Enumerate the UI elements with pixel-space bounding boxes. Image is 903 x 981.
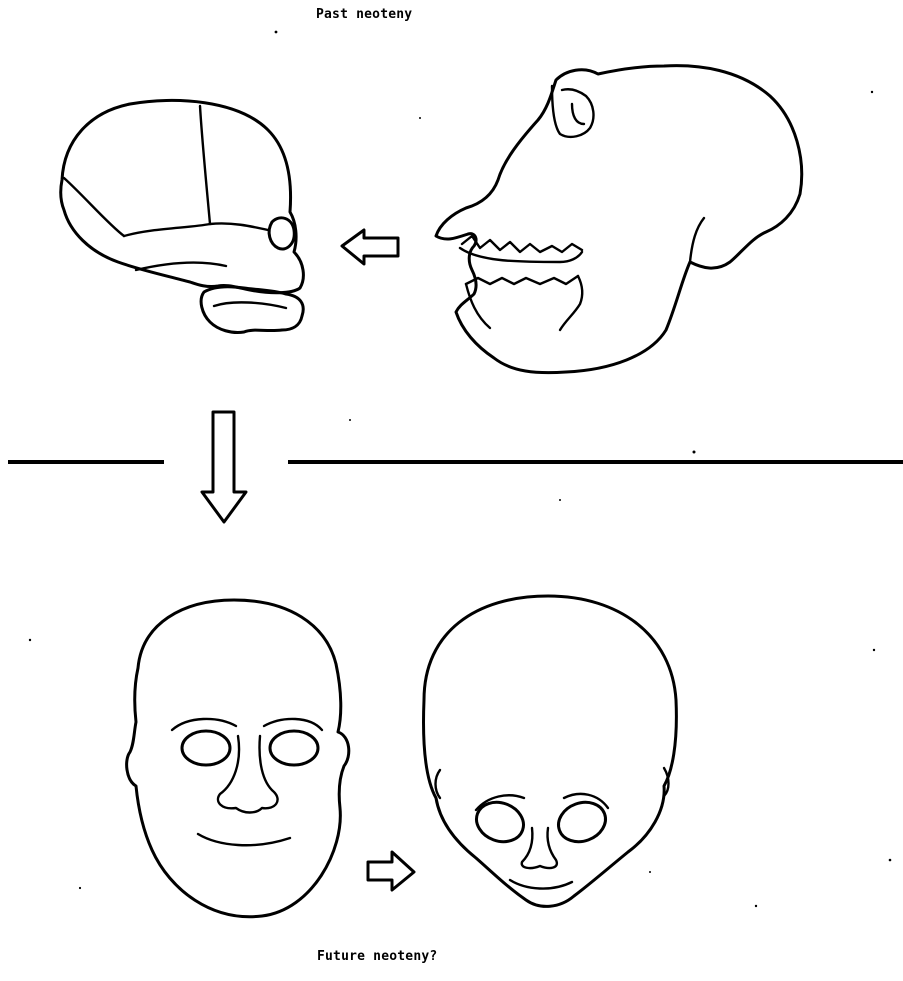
- scan-noise: [29, 31, 892, 908]
- left-arrow-icon: [342, 230, 398, 264]
- infant-skull-icon: [61, 100, 304, 332]
- ape-skull-icon: [436, 66, 802, 373]
- human-face-icon: [127, 600, 349, 917]
- down-arrow-icon: [202, 412, 246, 522]
- right-arrow-icon: [368, 852, 414, 890]
- alien-face-icon: [424, 596, 677, 906]
